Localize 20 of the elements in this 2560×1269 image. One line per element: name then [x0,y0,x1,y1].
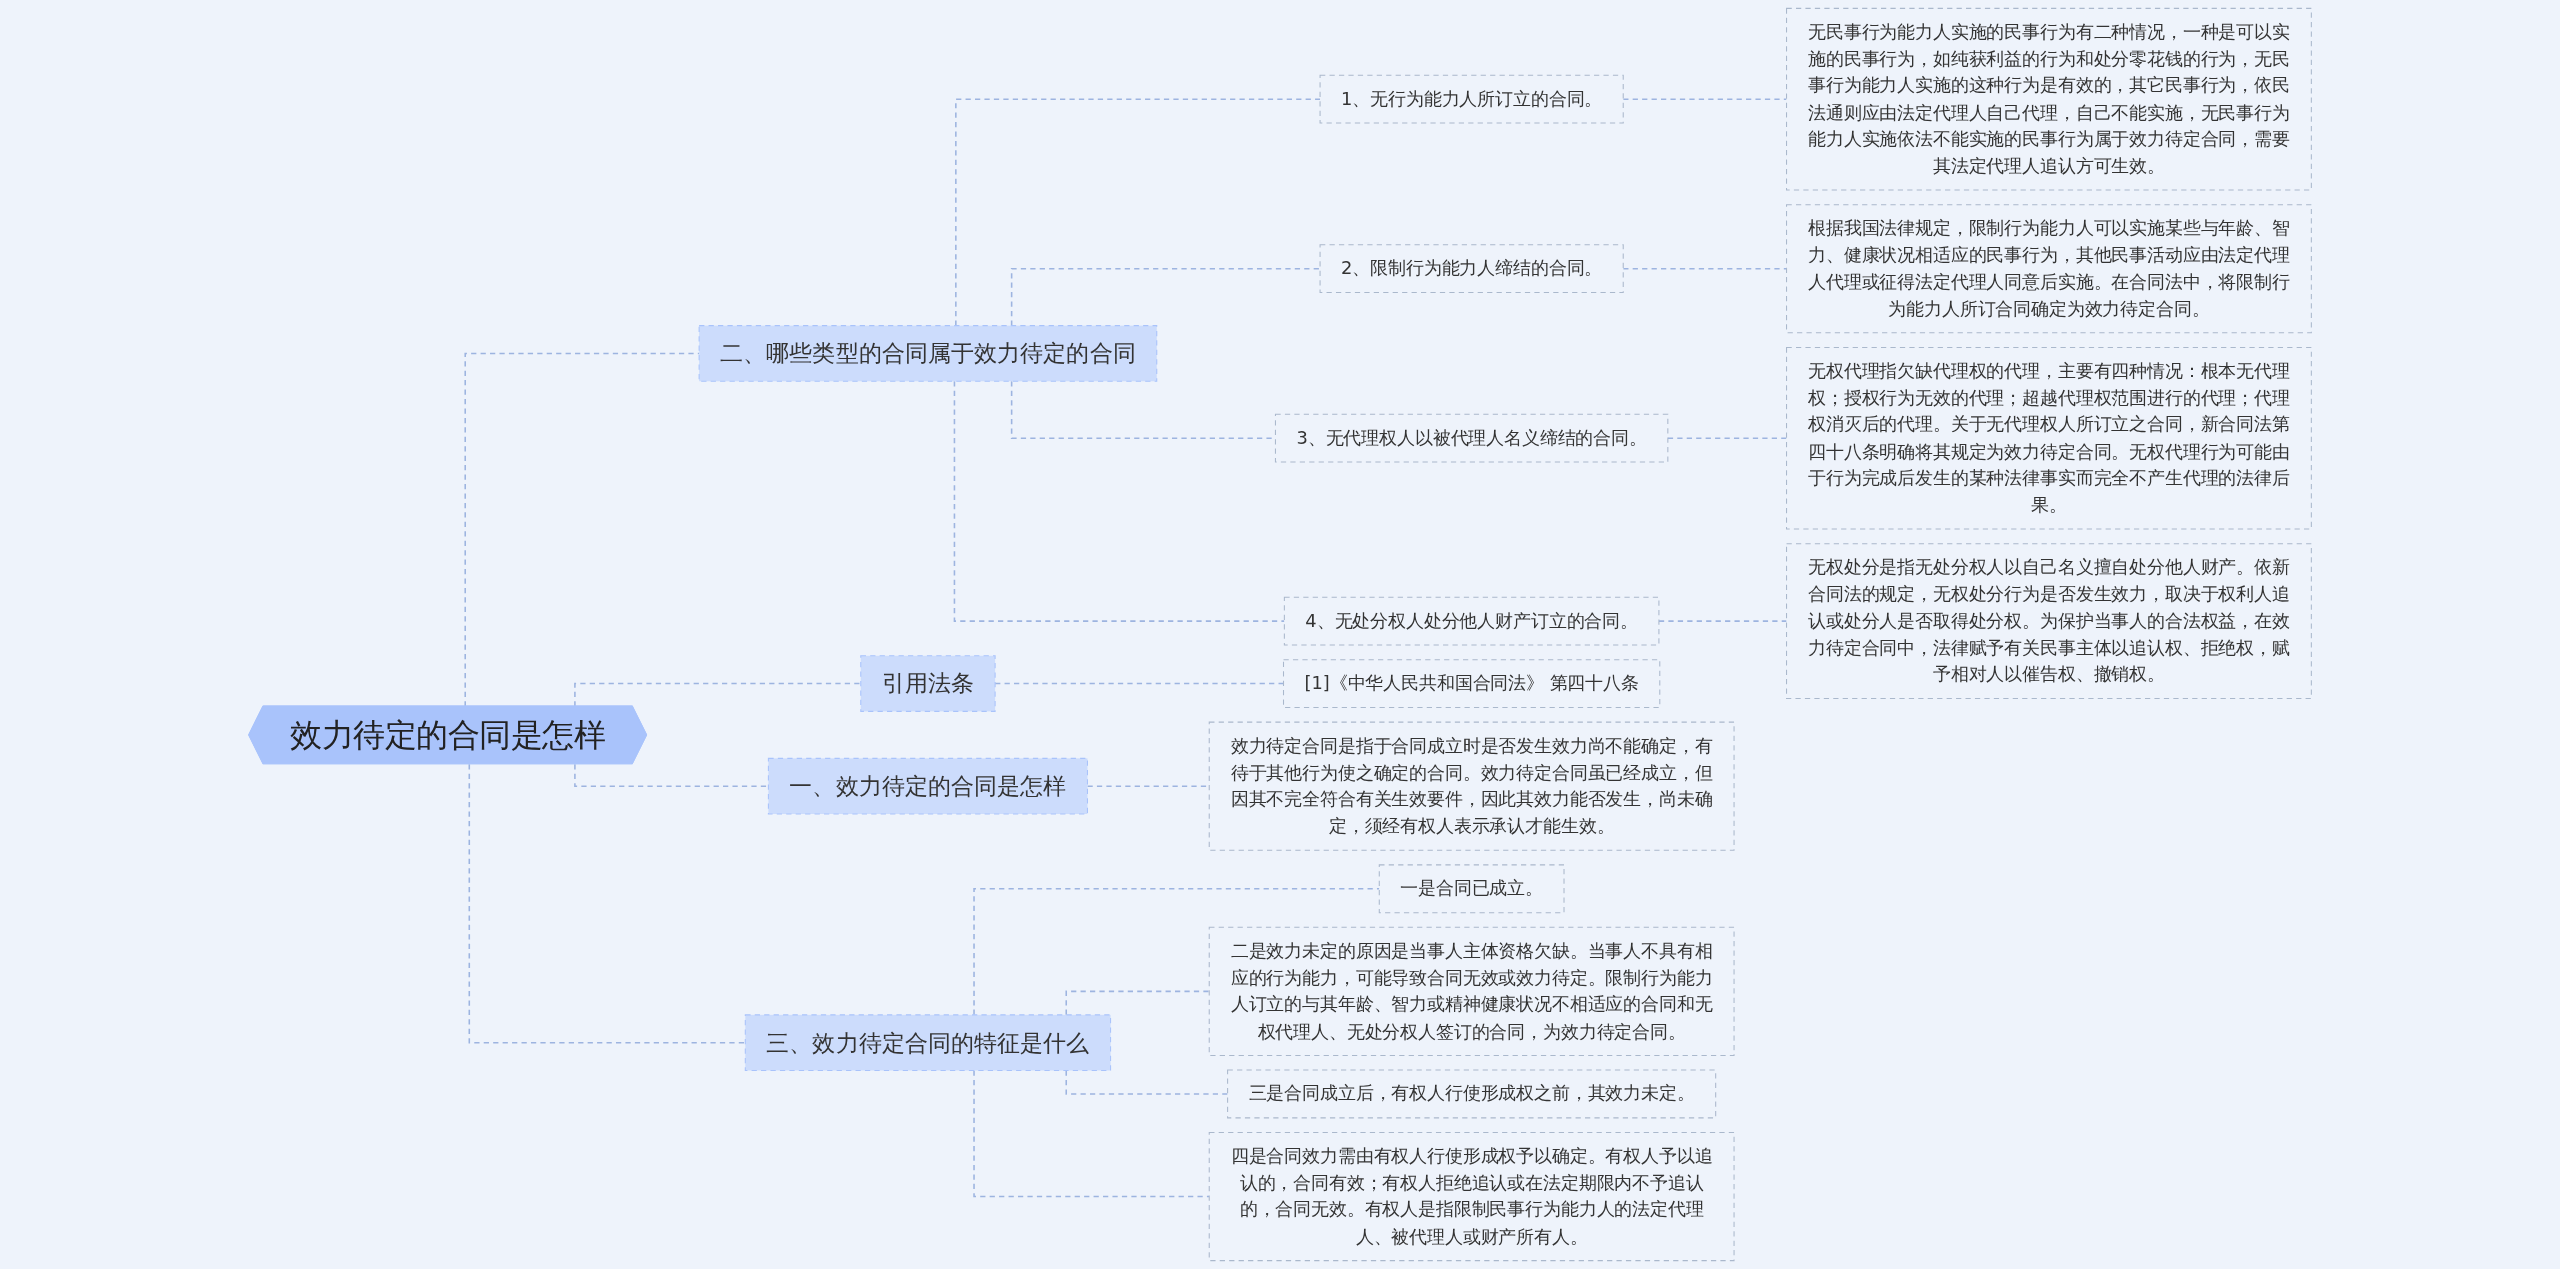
node-box: 效力待定合同是指于合同成立时是否发生效力尚不能确定，有待于其他行为使之确定的合同。效力待定合同虽已经成立，但因其不完全符合有关生效要件，因此其效力能否发生，尚未确定，须经有权人表示承认才能生效。 [1208,721,1735,851]
node-box: 引用法条 [860,655,996,712]
node-box: 2、限制行为能力人缔结的合同。 [1319,244,1624,294]
node-box: 根据我国法律规定，限制行为能力人可以实施某些与年龄、智力、健康状况相适应的民事行为，其他民事活动应由法定代理人代理或征得法定代理人同意后实施。在合同法中，将限制行为能力人所订合同确定为效力待定合同。 [1786,204,2312,334]
node-box: 三、效力待定合同的特征是什么 [744,1014,1112,1071]
node-box: 无民事行为能力人实施的民事行为有二种情况，一种是可以实施的民事行为，如纯获利益的行为和处分零花钱的行为，无民事行为能力人实施的这种行为是有效的，其它民事行为，依民法通则应由法定代理人自己代理，自己不能实施，无民事行为能力人实施依法不能实施的民事行为属于效力待定合同，需要其法定代理人追认方可生效。 [1786,7,2312,191]
connector [1010,267,1321,327]
node-box: 四是合同效力需由有权人行使形成权予以确定。有权人予以追认的，合同有效；有权人拒绝追认或在法定期限内不予追认的，合同无效。有权人是指限制民事行为能力人的法定代理人、被代理人或财产所有人。 [1208,1132,1735,1262]
node-box: [1]《中华人民共和国合同法》 第四十八条 [1283,659,1661,708]
node-box: 二是效力未定的原因是当事人主体资格欠缺。当事人不具有相应的行为能力，可能导致合同无效或效力待定。限制行为能力人订立的与其年龄、智力或精神健康状况不相适应的合同和无权代理人、无处分权人签订的合同，为效力待定合同。 [1208,926,1735,1056]
connector [955,98,1321,327]
node-box: 一、效力待定的合同是怎样 [767,757,1088,815]
node-box: 无权处分是指无处分权人以自己名义擅自处分他人财产。依新合同法的规定，无权处分行为是否发生效力，取决于权利人追认或处分人是否取得处分权。为保护当事人的合法权益，在效力待定合同中，法律赋予有关民事主体以追认权、拒绝权，赋予相对人以催告权、撤销权。 [1786,543,2312,700]
node-box: 3、无代理权人以被代理人名义缔结的合同。 [1274,413,1669,463]
node-box: 4、无处分权人处分他人财产订立的合同。 [1283,596,1660,646]
node-box: 二、哪些类型的合同属于效力待定的合同 [698,325,1158,382]
node-box: 无权代理指欠缺代理权的代理，主要有四种情况：根本无代理权；授权行为无效的代理；超越代理权范围进行的代理；代理权消灭后的代理。关于无代理权人所订立之合同，新合同法第四十八条明确将其规定为效力待定合同。无权代理行为可能由于行为完成后发生的某种法律事实而完全不产生代理的法律后果。 [1786,346,2312,530]
node-box: 1、无行为能力人所订立的合同。 [1319,74,1624,124]
node-box: 三是合同成立后，有权人行使形成权之前，其效力未定。 [1227,1069,1717,1119]
node-box: 一是合同已成立。 [1378,864,1565,914]
